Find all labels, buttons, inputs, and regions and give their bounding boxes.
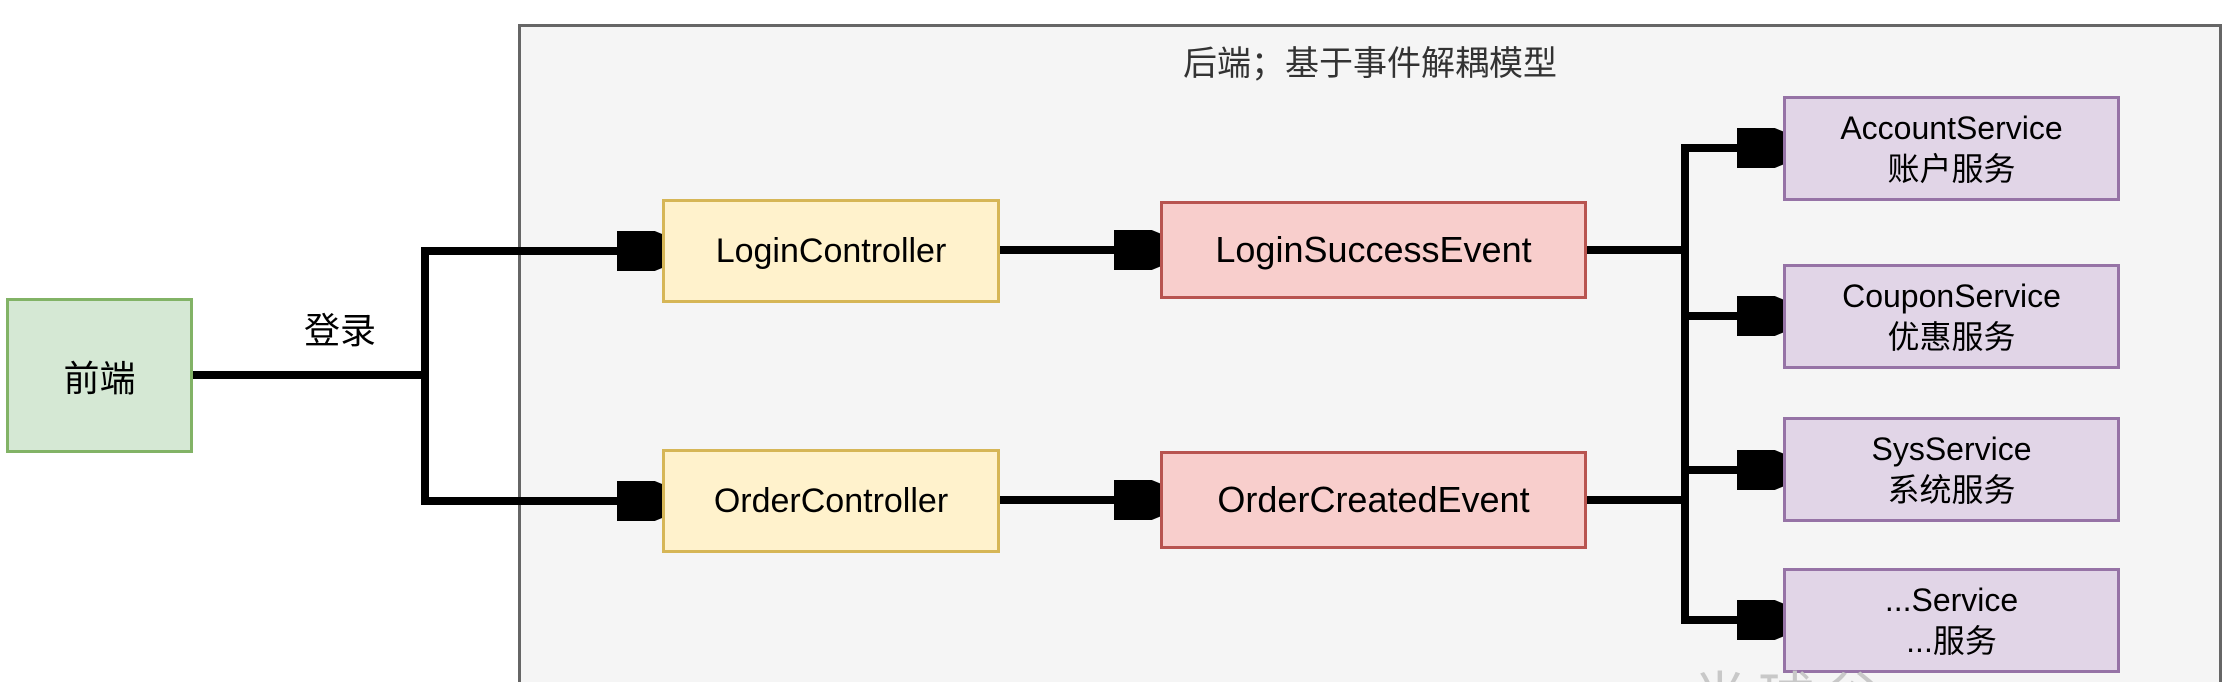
service-name-cn: 账户服务: [1887, 150, 2016, 187]
frontend-node: 前端: [6, 298, 193, 453]
edge-label-login: 登录: [303, 310, 376, 351]
service-name-cn: 系统服务: [1887, 471, 2016, 508]
order-created-event-node: OrderCreatedEvent: [1160, 451, 1587, 549]
account-service-node: AccountService 账户服务: [1783, 96, 2120, 201]
login-controller-node: LoginController: [662, 199, 1000, 303]
service-name: AccountService: [1840, 109, 2063, 146]
service-name: CouponService: [1842, 277, 2061, 314]
service-name-cn: ...服务: [1906, 622, 1997, 659]
coupon-service-node: CouponService 优惠服务: [1783, 264, 2120, 369]
backend-title: 后端；基于事件解耦模型: [1183, 45, 1557, 83]
order-controller-node: OrderController: [662, 449, 1000, 553]
login-success-event-node: LoginSuccessEvent: [1160, 201, 1587, 299]
service-name: SysService: [1871, 430, 2032, 467]
watermark: 半球谷: [1692, 654, 1890, 682]
sys-service-node: SysService 系统服务: [1783, 417, 2120, 522]
service-name: ...Service: [1884, 581, 2019, 618]
service-name-cn: 优惠服务: [1887, 318, 2016, 355]
other-service-node: ...Service ...服务: [1783, 568, 2120, 673]
